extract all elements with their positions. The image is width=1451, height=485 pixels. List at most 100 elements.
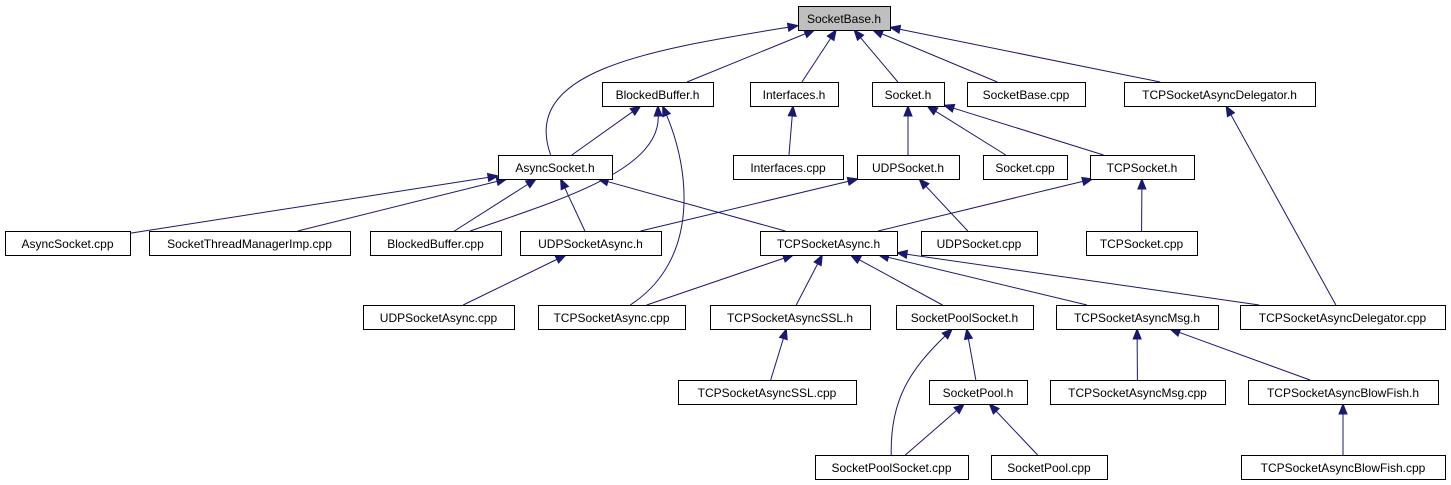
node-box [1086, 231, 1198, 256]
node-socketpool-cpp[interactable]: SocketPool.cpp [991, 455, 1108, 480]
node-socket-cpp[interactable]: Socket.cpp [983, 155, 1068, 180]
node-box [815, 455, 969, 480]
edge-asyncsocket-h-to-blockedbuffer-h [571, 105, 642, 156]
edge-tcpsocketasyncdelegator-h-to-socketbase-h [888, 24, 1161, 83]
node-label: TCPSocketAsyncDelegator.cpp [1259, 311, 1427, 325]
arrowhead [826, 28, 837, 42]
node-label: BlockedBuffer.cpp [387, 237, 484, 251]
node-box [678, 380, 857, 405]
node-label: TCPSocketAsyncSSL.cpp [698, 386, 837, 400]
edge-socketpoolsocket-h-to-tcpsocketasync-h [849, 254, 943, 306]
arrowhead [926, 105, 939, 116]
node-tcpsocket-h[interactable]: TCPSocket.h [1090, 155, 1195, 180]
node-box [1056, 305, 1219, 330]
node-tcpsocketasyncblowfish-cpp[interactable]: TCPSocketAsyncBlowFish.cpp [1241, 455, 1446, 480]
node-interfaces-cpp[interactable]: Interfaces.cpp [733, 155, 844, 180]
edge-interfaces-h-to-socketbase-h [801, 28, 837, 83]
node-asyncsocket-h[interactable]: AsyncSocket.h [498, 155, 613, 180]
edge-tcpsocket-h-to-socket-h [942, 103, 1104, 156]
edge-udpsocketasync-cpp-to-udpsocketasync-h [462, 254, 568, 306]
node-tcpsocketasync-cpp[interactable]: TCPSocketAsync.cpp [538, 305, 686, 330]
node-label: TCPSocketAsync.cpp [553, 311, 669, 325]
node-udpsocketasync-cpp[interactable]: UDPSocketAsync.cpp [363, 305, 515, 330]
edge-udpsocket-h-to-socket-h [903, 104, 913, 155]
edge-tcpsocketasync-cpp-to-blockedbuffer-h [629, 104, 685, 306]
node-label: TCPSocketAsyncDelegator.h [1142, 88, 1297, 102]
node-socketthreadmanagerimp-cpp[interactable]: SocketThreadManagerImp.cpp [149, 231, 351, 256]
arrowhead [1132, 327, 1142, 340]
node-socketpool-h[interactable]: SocketPool.h [929, 380, 1028, 405]
node-box [929, 380, 1028, 405]
node-label: UDPSocket.cpp [937, 237, 1022, 251]
node-tcpsocketasyncssl-cpp[interactable]: TCPSocketAsyncSSL.cpp [678, 380, 857, 405]
edge-tcpsocketasyncblowfish-h-to-tcpsocketasyncmsg-h [1168, 328, 1311, 381]
edge-blockedbuffer-cpp-to-blockedbuffer-h [470, 104, 663, 232]
arrowhead [787, 104, 797, 117]
node-label: Socket.cpp [995, 161, 1055, 175]
arrowhead [1225, 104, 1236, 118]
edge-socketbase-cpp-to-socketbase-h [871, 29, 998, 83]
node-box [1248, 380, 1439, 405]
arrowhead [803, 29, 816, 39]
node-box [710, 305, 871, 330]
arrowhead [554, 254, 568, 264]
node-box [1050, 380, 1226, 405]
node-label: SocketBase.cpp [983, 88, 1070, 102]
node-label: TCPSocketAsyncMsg.h [1074, 311, 1200, 325]
node-label: Interfaces.cpp [750, 161, 826, 175]
arrowhead [662, 104, 672, 118]
node-box [1090, 155, 1195, 180]
node-label: UDPSocketAsync.h [538, 237, 643, 251]
node-socketpoolsocket-h[interactable]: SocketPoolSocket.h [896, 305, 1034, 330]
node-asyncsocket-cpp[interactable]: AsyncSocket.cpp [5, 231, 131, 256]
edge-tcpsocketasyncssl-cpp-to-tcpsocketasyncssl-h [770, 327, 788, 381]
arrowhead [903, 104, 913, 117]
node-socket-h[interactable]: Socket.h [872, 82, 945, 107]
node-box [5, 231, 131, 256]
node-tcpsocket-cpp[interactable]: TCPSocket.cpp [1086, 231, 1198, 256]
node-label: SocketPool.h [943, 386, 1014, 400]
node-box [370, 231, 502, 256]
edge-socketpoolsocket-cpp-to-socketpool-h [905, 403, 966, 456]
arrowhead [1081, 176, 1094, 187]
node-box [750, 82, 839, 107]
node-udpsocket-h[interactable]: UDPSocket.h [857, 155, 960, 180]
edges-layer [129, 22, 1348, 456]
edge-tcpsocketasync-h-to-asyncsocket-h [596, 177, 786, 232]
arrowhead [1338, 402, 1348, 415]
node-label: AsyncSocket.h [515, 161, 594, 175]
node-label: SocketThreadManagerImp.cpp [167, 237, 332, 251]
node-box [991, 455, 1108, 480]
node-label: AsyncSocket.cpp [21, 237, 113, 251]
node-box [983, 155, 1068, 180]
arrowhead [629, 105, 642, 116]
edge-tcpsocketasyncdelegator-cpp-to-tcpsocketasync-h [895, 249, 1260, 306]
node-socketbase-cpp[interactable]: SocketBase.cpp [967, 82, 1086, 107]
node-tcpsocketasyncdelegator-cpp[interactable]: TCPSocketAsyncDelegator.cpp [1240, 305, 1446, 330]
arrowhead [963, 327, 974, 341]
node-udpsocket-cpp[interactable]: UDPSocket.cpp [921, 231, 1038, 256]
node-label: SocketBase.h [807, 12, 881, 26]
arrowhead [1137, 177, 1147, 190]
node-tcpsocketasync-h[interactable]: TCPSocketAsync.h [760, 231, 898, 256]
node-box [520, 231, 662, 256]
node-tcpsocketasyncblowfish-h[interactable]: TCPSocketAsyncBlowFish.h [1248, 380, 1439, 405]
node-box [538, 305, 686, 330]
node-tcpsocketasyncdelegator-h[interactable]: TCPSocketAsyncDelegator.h [1124, 82, 1316, 107]
edge-tcpsocket-cpp-to-tcpsocket-h [1137, 177, 1147, 232]
node-socketbase-h[interactable]: SocketBase.h [798, 6, 891, 31]
node-label: SocketPool.cpp [1007, 461, 1091, 475]
node-blockedbuffer-h[interactable]: BlockedBuffer.h [602, 82, 714, 107]
node-box [798, 6, 891, 31]
arrowhead [486, 172, 500, 183]
node-box [921, 231, 1038, 256]
node-tcpsocketasyncmsg-h[interactable]: TCPSocketAsyncMsg.h [1056, 305, 1219, 330]
node-socketpoolsocket-cpp[interactable]: SocketPoolSocket.cpp [815, 455, 969, 480]
node-tcpsocketasyncssl-h[interactable]: TCPSocketAsyncSSL.h [710, 305, 871, 330]
node-udpsocketasync-h[interactable]: UDPSocketAsync.h [520, 231, 662, 256]
arrowhead [524, 178, 538, 189]
node-tcpsocketasyncmsg-cpp[interactable]: TCPSocketAsyncMsg.cpp [1050, 380, 1226, 405]
node-blockedbuffer-cpp[interactable]: BlockedBuffer.cpp [370, 231, 502, 256]
node-interfaces-h[interactable]: Interfaces.h [750, 82, 839, 107]
